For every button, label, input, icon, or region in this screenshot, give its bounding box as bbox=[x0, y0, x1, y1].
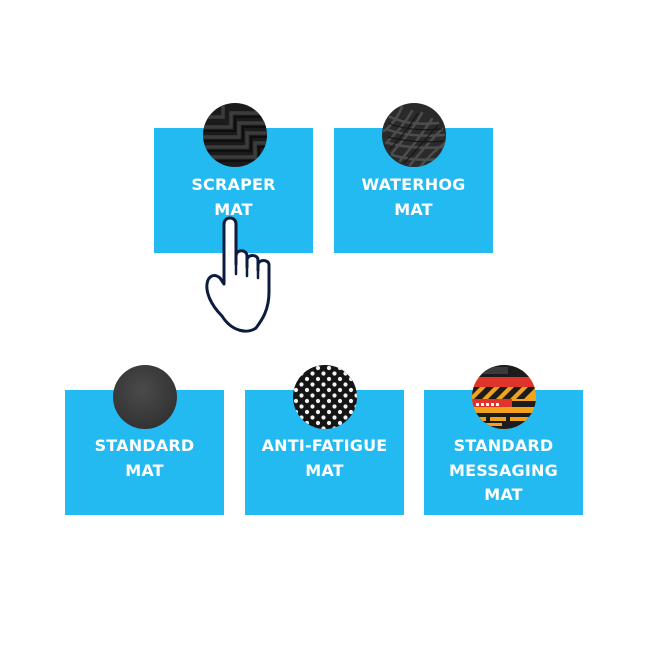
scraper-rubber-texture-icon[interactable] bbox=[203, 103, 267, 167]
scraper-mat-label-line-1: SCRAPER bbox=[191, 175, 276, 194]
waterhog-mat-card[interactable]: WATERHOG MAT bbox=[334, 128, 493, 253]
anti-fatigue-dotted-texture-icon[interactable] bbox=[293, 365, 357, 429]
waterhog-mat-label: WATERHOG MAT bbox=[334, 173, 493, 222]
scraper-mat-label-line-2: MAT bbox=[214, 199, 253, 219]
waterhog-weave-texture-icon[interactable] bbox=[382, 103, 446, 167]
standard-messaging-mat-label-line-2: MESSAGING bbox=[449, 460, 558, 480]
scraper-mat-label: SCRAPER MAT bbox=[154, 173, 313, 222]
standard-mat-label-line-2: MAT bbox=[125, 460, 164, 480]
standard-mat-label-line-1: STANDARD bbox=[94, 436, 195, 455]
waterhog-mat-label-line-2: MAT bbox=[394, 199, 433, 219]
standard-messaging-mat-label: STANDARD MESSAGING MAT bbox=[424, 434, 583, 508]
standard-mat-label: STANDARD MAT bbox=[65, 434, 224, 483]
standard-mat-texture-icon[interactable] bbox=[113, 365, 177, 429]
anti-fatigue-mat-label: ANTI-FATIGUE MAT bbox=[245, 434, 404, 483]
anti-fatigue-mat-label-line-1: ANTI-FATIGUE bbox=[261, 436, 388, 455]
standard-mat-card[interactable]: STANDARD MAT bbox=[65, 390, 224, 515]
waterhog-mat-label-line-1: WATERHOG bbox=[361, 175, 466, 194]
anti-fatigue-mat-label-line-2: MAT bbox=[305, 460, 344, 480]
messaging-mat-print-icon[interactable] bbox=[472, 365, 536, 429]
standard-messaging-mat-label-line-1: STANDARD bbox=[453, 436, 554, 455]
standard-messaging-mat-label-line-3: MAT bbox=[484, 485, 523, 504]
